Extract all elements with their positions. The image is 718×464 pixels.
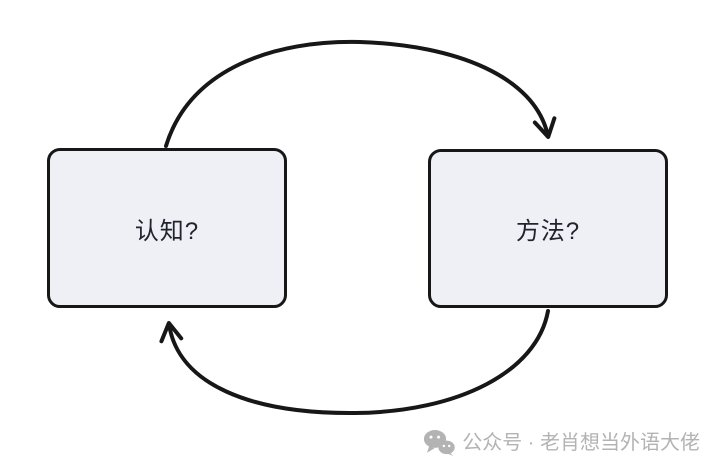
arrow-top-left-to-right xyxy=(164,39,557,148)
arrow-bottom-right-to-left xyxy=(159,309,550,416)
wechat-icon xyxy=(424,430,455,456)
node-method-label: 方法? xyxy=(515,218,581,245)
watermark: 公众号 · 老肖想当外语大佬 xyxy=(423,429,700,456)
node-cognition-label: 认知? xyxy=(134,217,200,245)
node-cognition: 认知? xyxy=(47,148,287,308)
watermark-text: 公众号 · 老肖想当外语大佬 xyxy=(462,431,700,454)
node-method: 方法? xyxy=(428,149,668,308)
